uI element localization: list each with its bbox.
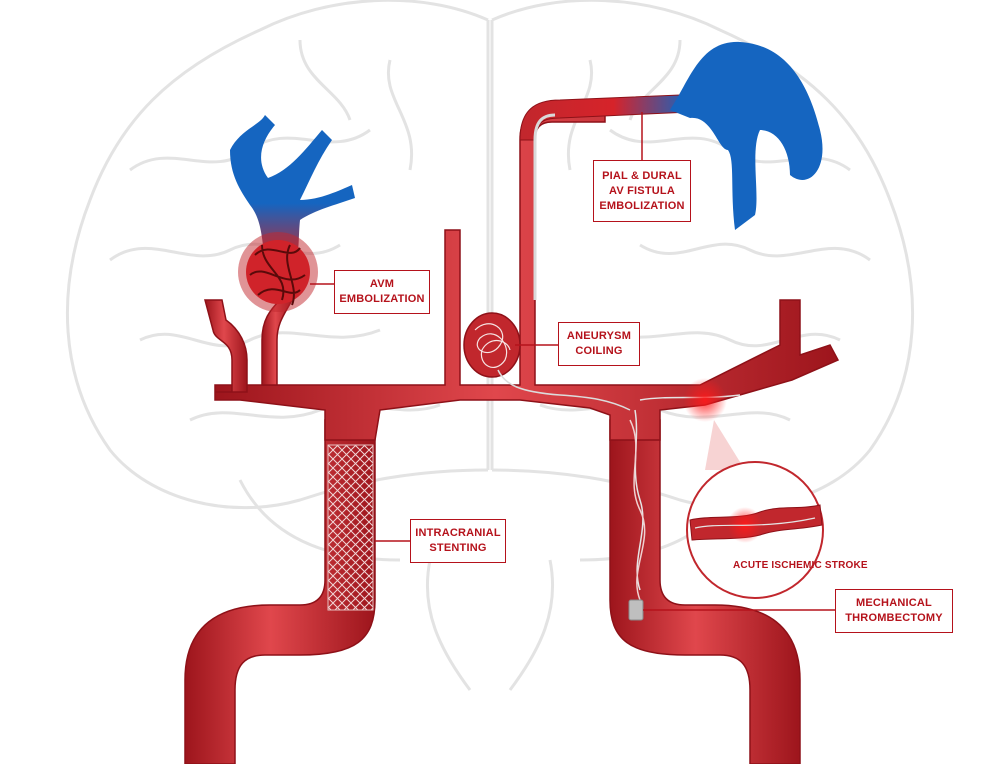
thrombectomy-line-1: MECHANICAL: [856, 597, 932, 609]
aneurysm-coiling-label: ANEURYSM COILING: [558, 322, 640, 366]
avm-embolization-label: AVM EMBOLIZATION: [334, 270, 430, 314]
stenting-line-2: STENTING: [429, 542, 487, 554]
aneurysm-line-2: COILING: [575, 345, 623, 357]
aneurysm-line-1: ANEURYSM: [566, 330, 632, 342]
avm-line-1: AVM: [369, 278, 395, 290]
pial-dural-fistula-label: PIAL & DURAL AV FISTULA EMBOLIZATION: [593, 160, 691, 222]
leader-lines: [310, 112, 835, 611]
magnifier-inset-icon: [686, 420, 824, 599]
avm-nidus-icon: [238, 232, 318, 312]
stenting-line-1: INTRACRANIAL: [415, 527, 501, 539]
microcatheter-fistula: [533, 113, 556, 300]
avm-line-2: EMBOLIZATION: [339, 293, 425, 305]
pial-line-3: EMBOLIZATION: [599, 199, 685, 212]
dural-vein-icon: [670, 41, 823, 230]
pial-line-2: AV FISTULA: [609, 184, 675, 197]
stent-icon: [327, 444, 374, 611]
intracranial-stenting-label: INTRACRANIAL STENTING: [410, 519, 506, 563]
mechanical-thrombectomy-label: MECHANICAL THROMBECTOMY: [835, 589, 953, 633]
thrombectomy-line-2: THROMBECTOMY: [845, 612, 943, 624]
stent-retriever-icon: [628, 378, 741, 621]
pial-line-1: PIAL & DURAL: [602, 169, 682, 182]
avm-vein-icon: [230, 115, 355, 262]
acute-ischemic-stroke-label: ACUTE ISCHEMIC STROKE: [733, 560, 868, 571]
